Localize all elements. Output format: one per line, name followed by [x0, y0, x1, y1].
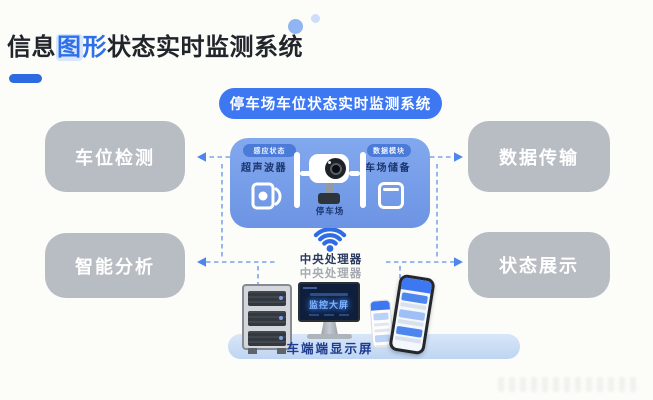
arrow-left-bottom-icon [197, 257, 206, 267]
sensor-tag: 感应状态 [243, 144, 296, 157]
wifi-dot [326, 245, 334, 252]
server-bay [248, 331, 286, 346]
server-bay [248, 311, 286, 326]
parking-space-stub-right [349, 171, 360, 176]
monitor-screen-title: 监控大屏 [308, 300, 349, 310]
phone-app-card [373, 312, 389, 321]
arrow-right-top-icon [454, 152, 463, 162]
monitor-screen-bar [309, 314, 319, 316]
title-part2: 状态实时监测系统 [107, 34, 303, 61]
system-banner: 停车场车位状态实时监测系统 [219, 88, 442, 119]
storage-device-bar [383, 188, 399, 191]
box-parking-detection: 车位检测 [45, 121, 185, 192]
ultrasonic-label: 超声波器 [241, 163, 287, 174]
monitor-screen-bar [324, 314, 334, 316]
phone-app-row [374, 328, 390, 333]
server-bay [248, 291, 286, 306]
wifi-icon [313, 227, 347, 246]
server-foot [277, 348, 286, 354]
page-title: 信息图形状态实时监测系统 [7, 27, 303, 62]
monitor-stand [321, 322, 338, 335]
monitor-screen-bar [339, 314, 349, 316]
box-status-display: 状态展示 [468, 232, 610, 298]
camera-stem [326, 183, 333, 194]
monitor-screen-topline [303, 287, 317, 289]
platform-label: 车端端显示屏 [286, 342, 374, 356]
title-underline-accent [9, 74, 42, 83]
data-module-tag: 数据模块 [367, 144, 411, 157]
title-part1: 信息 [7, 34, 56, 61]
cpu-label-secondary: 中央处理器 [299, 268, 363, 280]
camera-lens [325, 158, 346, 179]
title-highlight-boxed: 图 [56, 34, 83, 61]
camera-lens-inner [329, 162, 342, 175]
decor-dot-large [288, 19, 303, 34]
phone-app-header [400, 277, 433, 294]
box-smart-analysis: 智能分析 [45, 233, 185, 298]
camera-label: 停车场 [315, 206, 345, 216]
server-rack-icon [242, 284, 292, 354]
storage-label: 车场储备 [365, 163, 411, 174]
title-highlight: 形 [82, 34, 107, 61]
arrow-left-top-icon [197, 152, 206, 162]
ultrasonic-sensor-icon [251, 182, 282, 210]
cpu-label-primary: 中央处理器 [299, 254, 363, 266]
parking-space-marker-right [360, 152, 366, 208]
desktop-monitor-icon: 监控大屏 [298, 282, 360, 322]
phone-app-header [370, 300, 391, 311]
camera-icon [309, 154, 349, 183]
monitor-screen-subline [310, 293, 348, 296]
decor-dot-small [311, 14, 320, 23]
camera-lens-glint [328, 161, 331, 164]
phone-app-row [373, 322, 390, 327]
watermark [498, 377, 638, 392]
arrow-right-bottom-icon [454, 257, 463, 267]
box-data-transmission: 数据传输 [468, 121, 610, 192]
parking-space-marker-left [294, 152, 300, 208]
camera-base [318, 193, 340, 204]
storage-device-icon [378, 182, 404, 209]
monitor-base [307, 334, 352, 339]
parking-space-stub-left [300, 171, 311, 176]
parking-lot-panel: 感应状态 超声波器 数据模块 车场储备 停车场 [230, 138, 430, 228]
server-foot [248, 348, 257, 354]
